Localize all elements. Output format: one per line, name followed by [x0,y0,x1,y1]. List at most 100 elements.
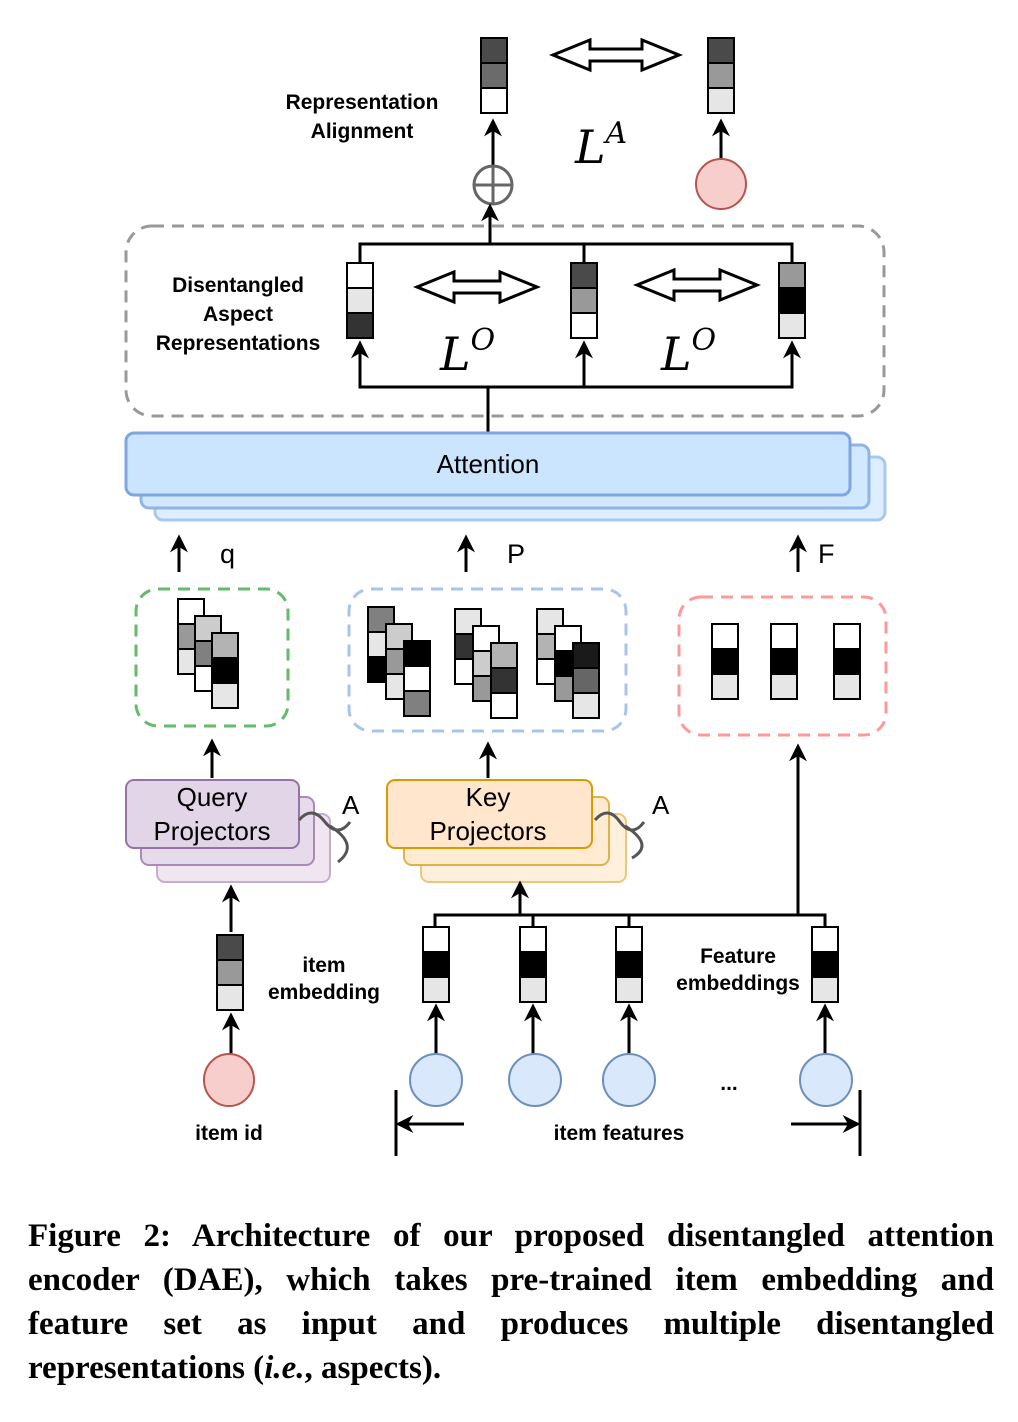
vector-cell [480,37,508,64]
key-projectors-box [386,779,593,849]
attention-block: Attention [124,431,887,522]
feature-group-border [677,595,888,737]
vector-cell [833,673,861,700]
ellipsis: ... [720,1072,738,1095]
key-projector-count: A [652,790,670,820]
fused-vector [480,37,508,114]
vector-cell [570,287,598,314]
caption-suffix: , aspects). [304,1350,442,1386]
vector-cell [490,667,518,694]
item-features-label: item features [554,1122,685,1145]
feature-vector [833,623,861,700]
stacked-vector [490,642,518,719]
aspects-label-1: Disentangled [172,274,304,297]
key-projectors-label-2: Projectors [429,816,546,846]
loss-orthogonal-symbol: LO [660,323,716,381]
brace-icon [593,811,646,860]
vector-cell [572,667,600,694]
aspect-vectors [346,262,806,339]
item-embedding-label-2: embedding [268,981,380,1004]
brace-icon [297,811,352,864]
key-projectors-label-1: Key [466,782,511,812]
item-features-span [394,1090,862,1156]
loss-alignment-symbol: LA [574,116,627,174]
vector-cell [711,623,739,650]
aspect-vector [346,262,374,339]
vector-cell [519,951,547,978]
vector-cell [211,657,239,684]
disentangled-aspects-section: Disentangled Aspect Representations LO L… [124,203,886,432]
vector-cell [707,87,735,114]
feature-vector [711,623,739,700]
vector-cell [216,984,244,1011]
vector-cell [770,673,798,700]
target-vector [707,37,735,114]
item-embedding-vector [216,934,244,1011]
key-symbol: P [507,539,525,569]
vector-cell [490,692,518,719]
item-embedding-label-1: item [302,954,345,977]
representation-alignment-section: Representation Alignment LA [286,37,747,210]
sum-operator-icon [472,164,514,206]
orthogonal-double-arrow-icon [413,269,541,305]
vector-cell [570,262,598,289]
top-bus-line [358,242,794,262]
item-id-node [203,1053,255,1107]
query-projectors-label-2: Projectors [153,816,270,846]
feature-embedding [811,926,839,1003]
stacked-vector [211,632,239,709]
dae-architecture-diagram: Representation Alignment LA Disentangled… [124,37,888,1156]
vector-cell [615,976,643,1003]
vector-cell [346,262,374,289]
alignment-double-arrow-icon [549,37,683,73]
attention-box [124,431,852,497]
query-group-border [134,587,290,728]
loss-orthogonal-symbol: LO [439,323,495,381]
feature-nodes [409,1053,853,1107]
vector-cell [770,648,798,675]
orthogonal-double-arrow-icon [633,267,761,303]
feature-node [799,1053,853,1107]
figure-caption: Figure 2: Architecture of our proposed d… [28,1214,994,1390]
feature-vectors [711,623,861,700]
query-symbol: q [220,539,235,569]
feature-embedding [615,926,643,1003]
vector-cell [811,976,839,1003]
vector-cell [216,959,244,986]
key-projectors: Key Projectors A [386,779,670,883]
vector-cell [480,87,508,114]
vector-cell [770,623,798,650]
vector-cell [811,951,839,978]
vector-cell [570,312,598,339]
feature-node [508,1053,562,1107]
key-vectors [367,606,600,719]
item-embedding [216,934,244,1011]
feature-arrows [427,1003,834,1054]
query-projectors: Query Projectors A [125,779,360,883]
aspect-vector [778,262,806,339]
vector-cell [707,62,735,89]
stacked-vector [572,642,600,719]
vector-cell [615,926,643,953]
caption-italic: i.e. [264,1350,305,1386]
vector-cell [519,976,547,1003]
vector-cell [422,976,450,1003]
caption-text: Figure 2: Architecture of our proposed d… [28,1218,994,1386]
vector-cell [778,262,806,289]
target-item-vector [707,37,735,114]
vector-cell [490,642,518,669]
query-projector-count: A [342,790,360,820]
attention-label: Attention [437,449,540,479]
vector-cell [778,287,806,314]
vector-cell [572,642,600,669]
vector-cell [707,37,735,64]
vector-cell [480,62,508,89]
stacked-vector [403,640,431,717]
vector-cell [833,648,861,675]
feature-embedding-vectors [422,926,839,1003]
vector-cell [403,640,431,667]
query-projectors-label-1: Query [177,782,248,812]
representation-alignment-label-2: Alignment [311,120,414,143]
vector-cell [211,632,239,659]
aspect-vector [570,262,598,339]
